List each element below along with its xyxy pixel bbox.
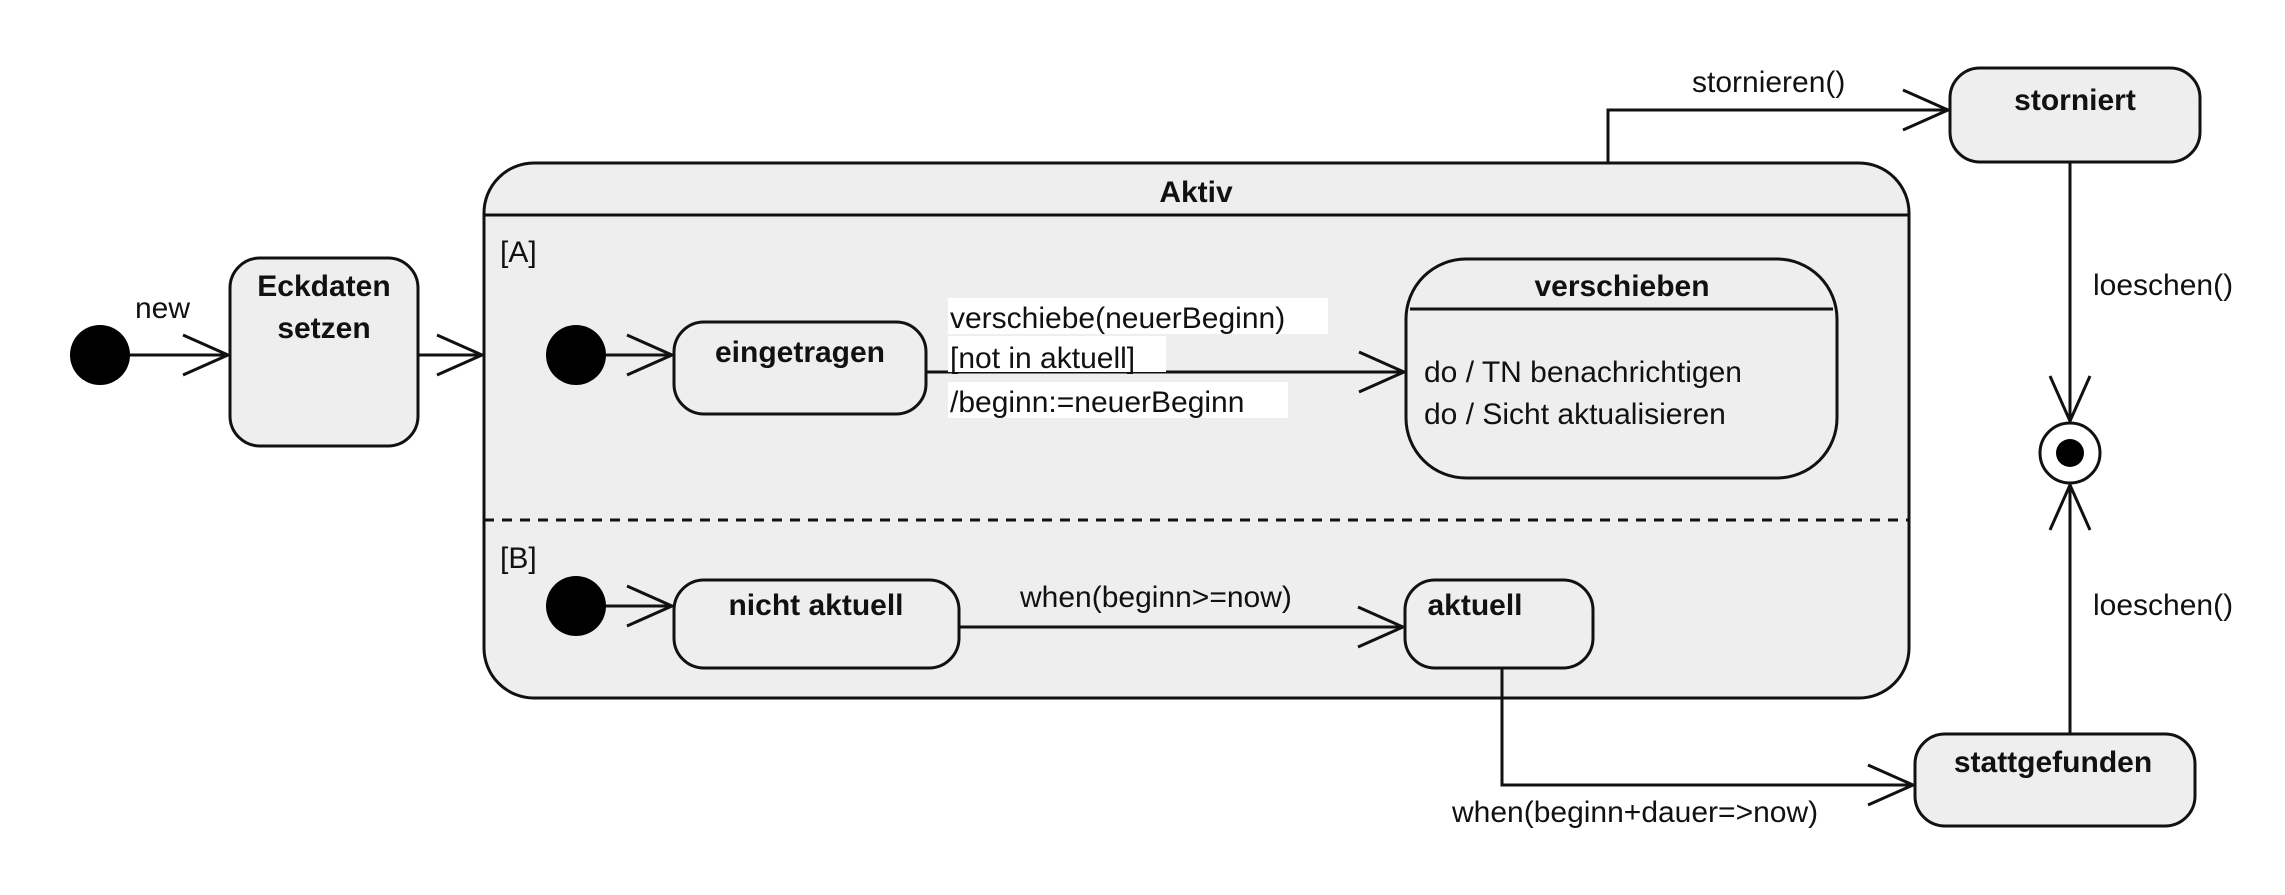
- transition-when-beginn-dauer-label: when(beginn+dauer=>now): [1451, 796, 1818, 829]
- state-aktuell: aktuell: [1403, 578, 1595, 670]
- nicht-aktuell-label: nicht aktuell: [728, 589, 903, 622]
- verschieben-label: verschieben: [1534, 270, 1709, 303]
- transition-verschiebe-guard: [not in aktuell]: [950, 342, 1135, 375]
- transition-when-beginn-now: when(beginn>=now): [959, 581, 1407, 649]
- transition-when-beginn-now-label: when(beginn>=now): [1019, 581, 1292, 614]
- transition-new: new: [130, 292, 232, 377]
- eckdaten-label-line2: setzen: [277, 312, 370, 345]
- transition-stornieren-label: stornieren(): [1692, 66, 1845, 99]
- transition-when-beginn-dauer: when(beginn+dauer=>now): [1451, 668, 1917, 829]
- transition-verschiebe: verschiebe(neuerBeginn) [not in aktuell]…: [926, 298, 1408, 419]
- stattgefunden-label: stattgefunden: [1954, 746, 2152, 779]
- verschieben-do-activity-2: do / Sicht aktualisieren: [1424, 398, 1726, 431]
- state-verschieben: verschieben do / TN benachrichtigen do /…: [1404, 257, 1839, 480]
- transition-loeschen-top-label: loeschen(): [2093, 269, 2233, 302]
- transition-eckdaten-to-aktiv: [418, 333, 486, 377]
- region-b-label: [B]: [500, 542, 537, 575]
- state-eingetragen: eingetragen: [672, 320, 928, 416]
- transition-stornieren: stornieren(): [1606, 66, 1952, 163]
- initial-state-region-a: [546, 325, 606, 385]
- initial-state-main: [70, 325, 130, 385]
- state-nicht-aktuell: nicht aktuell: [672, 578, 961, 670]
- storniert-label: storniert: [2014, 84, 2136, 117]
- initial-state-region-b: [546, 576, 606, 636]
- eingetragen-label: eingetragen: [715, 336, 885, 369]
- aktuell-label: aktuell: [1427, 589, 1522, 622]
- transition-loeschen-bottom-label: loeschen(): [2093, 589, 2233, 622]
- transition-verschiebe-trigger: verschiebe(neuerBeginn): [950, 302, 1285, 335]
- final-state: [2038, 421, 2102, 485]
- region-a-label: [A]: [500, 236, 537, 269]
- state-storniert: storniert: [1948, 66, 2202, 164]
- transition-loeschen-stattgefunden: loeschen(): [2048, 481, 2233, 734]
- verschieben-do-activity-1: do / TN benachrichtigen: [1424, 356, 1742, 389]
- state-eckdaten-setzen: Eckdaten setzen: [228, 256, 420, 448]
- transition-initial-a-to-eingetragen: [606, 333, 676, 377]
- eckdaten-label-line1: Eckdaten: [257, 270, 390, 303]
- state-stattgefunden: stattgefunden: [1913, 732, 2197, 828]
- transition-new-label: new: [135, 292, 190, 325]
- transition-initial-b-to-nicht-aktuell: [606, 584, 676, 628]
- transition-verschiebe-effect: /beginn:=neuerBeginn: [950, 386, 1244, 419]
- transition-loeschen-storniert: loeschen(): [2048, 162, 2233, 425]
- aktiv-title: Aktiv: [1159, 176, 1233, 209]
